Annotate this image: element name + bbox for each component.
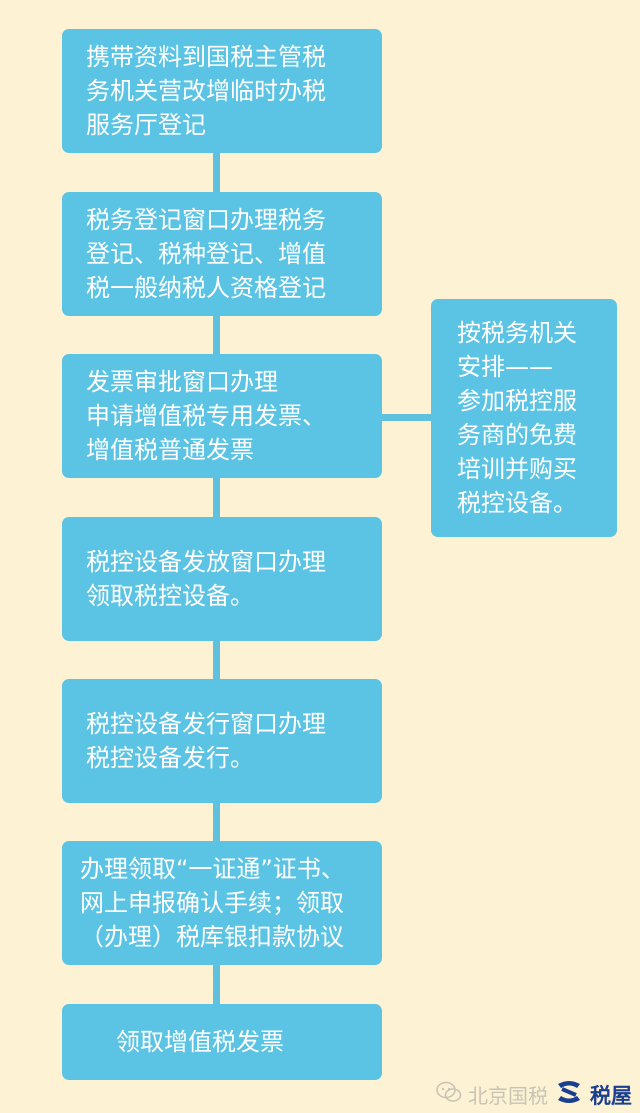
step-3-box: 发票审批窗口办理 申请增值税专用发票、 增值税普通发票 [62, 354, 382, 478]
step-6-line-2: 网上申报确认手续；领取 [80, 889, 344, 917]
step-2-line-1: 税务登记窗口办理税务 [86, 206, 326, 234]
step-1-line-1: 携带资料到国税主管税 [86, 43, 326, 71]
step-1-line-3: 服务厅登记 [86, 111, 206, 139]
footer-watermark: 北京国税 税屋 [436, 1078, 632, 1111]
step-5-line-1: 税控设备发行窗口办理 [86, 710, 326, 738]
side-note-line-3: 参加税控服 [457, 387, 577, 415]
step-6-box: 办理领取“一证通”证书、 网上申报确认手续；领取 （办理）税库银扣款协议 [62, 841, 382, 965]
logo-text: 税屋 [590, 1083, 632, 1108]
step-1-box: 携带资料到国税主管税 务机关营改增临时办税 服务厅登记 [62, 29, 382, 153]
step-7-line-1: 领取增值税发票 [116, 1028, 284, 1056]
step-6-line-1: 办理领取“一证通”证书、 [80, 855, 345, 883]
shuiwu-logo-icon [554, 1078, 584, 1111]
step-3-line-2: 申请增值税专用发票、 [86, 402, 326, 430]
side-note-line-2: 安排—— [457, 353, 553, 381]
side-note-box: 按税务机关 安排—— 参加税控服 务商的免费 培训并购买 税控设备。 [431, 299, 617, 537]
step-4-line-1: 税控设备发放窗口办理 [86, 548, 326, 576]
step-2-line-2: 登记、税种登记、增值 [86, 240, 326, 268]
step-7-box: 领取增值税发票 [62, 1004, 382, 1080]
step-3-line-3: 增值税普通发票 [86, 436, 254, 464]
branch-connector [380, 414, 433, 421]
side-note-line-4: 务商的免费 [457, 421, 577, 449]
step-5-line-2: 税控设备发行。 [86, 744, 254, 772]
step-5-box: 税控设备发行窗口办理 税控设备发行。 [62, 679, 382, 803]
wechat-icon [436, 1081, 462, 1108]
side-note-line-6: 税控设备。 [457, 489, 577, 517]
step-4-line-2: 领取税控设备。 [86, 582, 254, 610]
side-note-line-1: 按税务机关 [457, 319, 577, 347]
step-3-line-1: 发票审批窗口办理 [86, 368, 278, 396]
step-2-box: 税务登记窗口办理税务 登记、税种登记、增值 税一般纳税人资格登记 [62, 192, 382, 316]
step-2-line-3: 税一般纳税人资格登记 [86, 274, 326, 302]
side-note-line-5: 培训并购买 [457, 455, 577, 483]
step-4-box: 税控设备发放窗口办理 领取税控设备。 [62, 517, 382, 641]
step-1-line-2: 务机关营改增临时办税 [86, 77, 326, 105]
step-6-line-3: （办理）税库银扣款协议 [80, 923, 344, 951]
watermark-text: 北京国税 [468, 1084, 548, 1108]
